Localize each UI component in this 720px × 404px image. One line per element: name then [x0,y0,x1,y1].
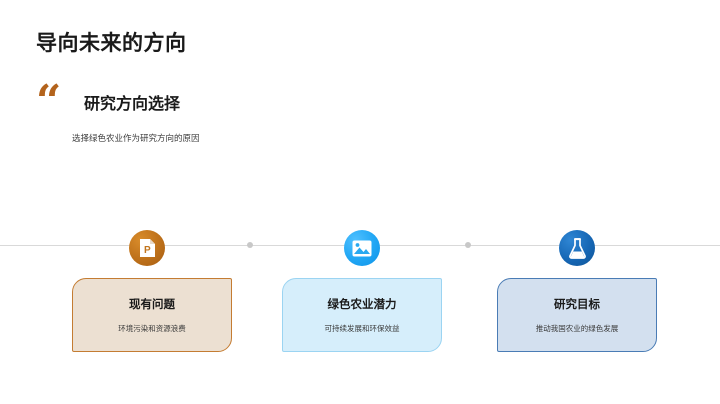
svg-text:P: P [144,245,151,256]
info-card-2[interactable]: 绿色农业潜力 可持续发展和环保效益 [282,278,442,352]
timeline-connector-dot-2 [465,242,471,248]
presentation-document-icon: P [139,238,156,258]
page-title: 导向未来的方向 [36,32,187,55]
quote-subtitle: 选择绿色农业作为研究方向的原因 [72,133,200,143]
info-card-1-title: 现有问题 [129,299,175,311]
quote-heading: 研究方向选择 [84,96,181,113]
node-icon-1[interactable]: P [129,230,165,266]
flask-beaker-icon [568,237,587,259]
info-card-3[interactable]: 研究目标 推动我国农业的绿色发展 [497,278,657,352]
node-icon-2[interactable] [344,230,380,266]
timeline-connector-dot-1 [247,242,253,248]
quote-mark-icon: “ [36,76,62,127]
info-card-2-subtitle: 可持续发展和环保效益 [324,324,400,333]
info-card-3-title: 研究目标 [554,299,600,311]
image-photo-icon [352,240,372,257]
info-card-2-title: 绿色农业潜力 [327,299,397,311]
node-icon-3[interactable] [559,230,595,266]
info-card-3-subtitle: 推动我国农业的绿色发展 [535,324,619,333]
info-card-1[interactable]: 现有问题 环境污染和资源浪费 [72,278,232,352]
info-card-1-subtitle: 环境污染和资源浪费 [118,324,186,333]
